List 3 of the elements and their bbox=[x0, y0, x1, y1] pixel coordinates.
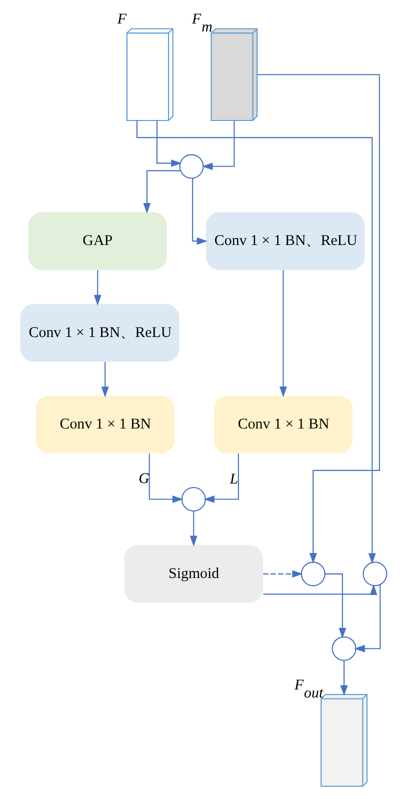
node-label: F bbox=[117, 12, 126, 28]
edge-label: L bbox=[230, 472, 238, 488]
edge-label: G bbox=[138, 471, 150, 488]
